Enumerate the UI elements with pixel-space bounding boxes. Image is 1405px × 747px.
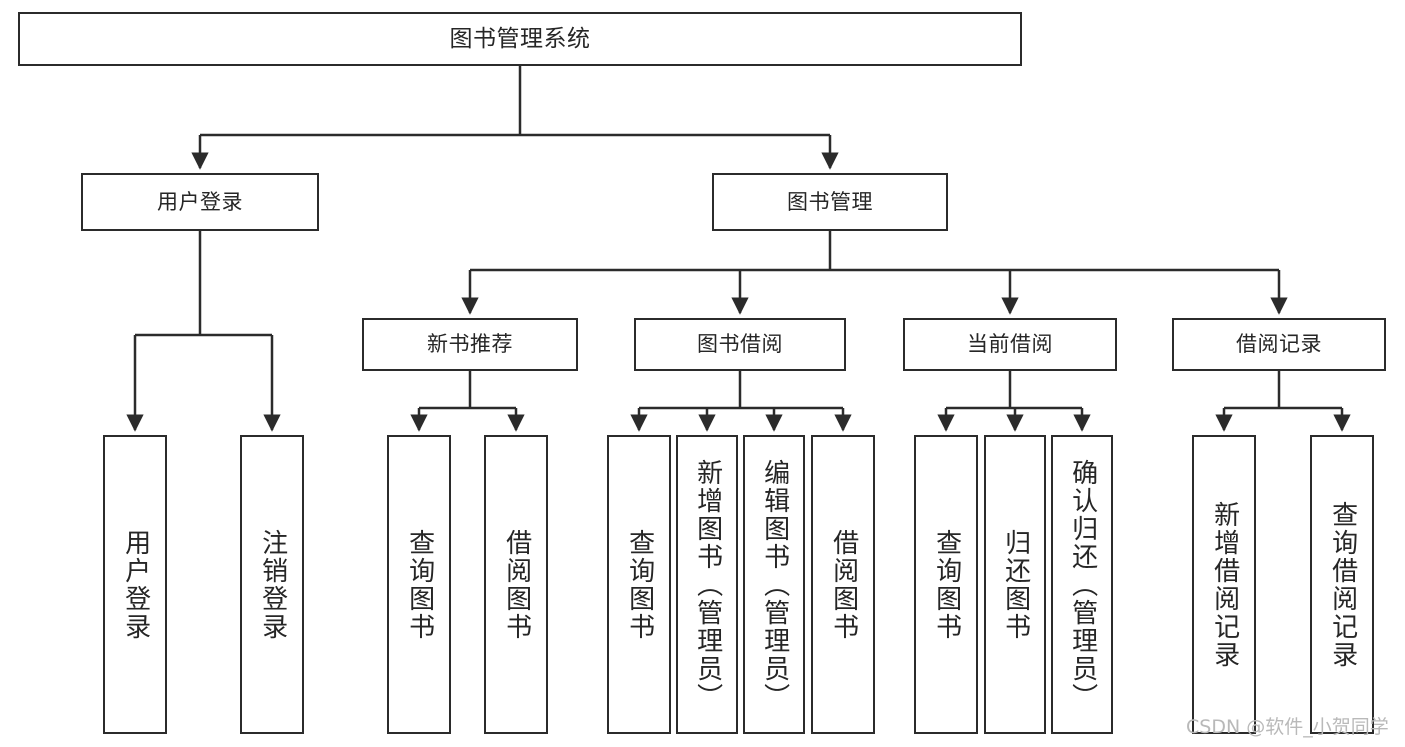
node-label: 归还图书 — [1000, 528, 1031, 641]
node-current-borrow[interactable]: 当前借阅 — [903, 318, 1117, 371]
node-book-borrow[interactable]: 图书借阅 — [634, 318, 846, 371]
node-label: 注销登录 — [257, 528, 288, 641]
node-root-system[interactable]: 图书管理系统 — [18, 12, 1022, 66]
node-leaf-borrow-book-2[interactable]: 借阅图书 — [811, 435, 875, 734]
node-leaf-borrow-book-1[interactable]: 借阅图书 — [484, 435, 548, 734]
node-book-manage[interactable]: 图书管理 — [712, 173, 948, 231]
node-label: 新书推荐 — [427, 332, 513, 357]
node-leaf-query-record[interactable]: 查询借阅记录 — [1310, 435, 1374, 734]
node-leaf-return-book[interactable]: 归还图书 — [984, 435, 1046, 734]
node-user-login[interactable]: 用户登录 — [81, 173, 319, 231]
node-label: 图书管理 — [787, 189, 873, 214]
node-label: 查询图书 — [404, 528, 435, 641]
node-leaf-query-book-2[interactable]: 查询图书 — [607, 435, 671, 734]
node-label: 用户登录 — [120, 528, 151, 641]
node-label: 借阅图书 — [501, 528, 532, 641]
node-leaf-add-record[interactable]: 新增借阅记录 — [1192, 435, 1256, 734]
node-leaf-query-book-1[interactable]: 查询图书 — [387, 435, 451, 734]
node-label: 借阅图书 — [828, 528, 859, 641]
node-leaf-add-book[interactable]: 新增图书（管理员） — [676, 435, 738, 734]
node-label: 新增图书（管理员） — [692, 458, 723, 711]
node-label: 用户登录 — [157, 189, 243, 214]
watermark-text: CSDN @软件_小贺同学 — [1186, 716, 1389, 738]
node-label: 编辑图书（管理员） — [759, 458, 790, 711]
node-leaf-logout[interactable]: 注销登录 — [240, 435, 304, 734]
node-leaf-user-login[interactable]: 用户登录 — [103, 435, 167, 734]
node-leaf-query-book-3[interactable]: 查询图书 — [914, 435, 978, 734]
node-label: 确认归还（管理员） — [1067, 458, 1098, 711]
node-label: 当前借阅 — [967, 332, 1053, 357]
node-label: 新增借阅记录 — [1209, 500, 1240, 669]
node-label: 图书借阅 — [697, 332, 783, 357]
node-label: 查询借阅记录 — [1327, 500, 1358, 669]
node-borrow-record[interactable]: 借阅记录 — [1172, 318, 1386, 371]
node-label: 图书管理系统 — [449, 25, 591, 52]
node-new-book-recommend[interactable]: 新书推荐 — [362, 318, 578, 371]
node-label: 借阅记录 — [1236, 332, 1322, 357]
node-label: 查询图书 — [624, 528, 655, 641]
node-leaf-confirm-return[interactable]: 确认归还（管理员） — [1051, 435, 1113, 734]
node-label: 查询图书 — [931, 528, 962, 641]
node-leaf-edit-book[interactable]: 编辑图书（管理员） — [743, 435, 805, 734]
